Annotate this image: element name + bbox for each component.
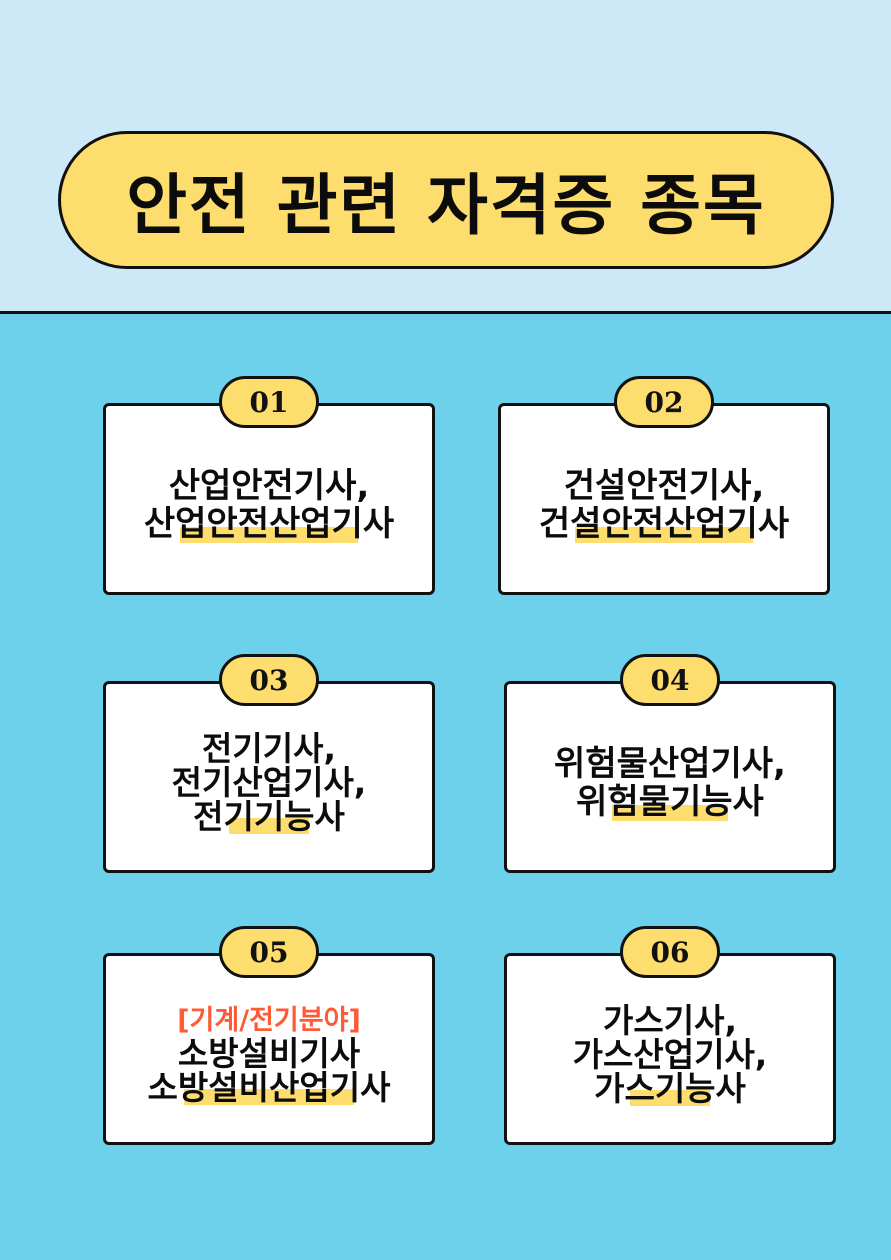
card-number-badge: 06 [620, 926, 720, 978]
card-line-highlighted: 위험물기능사 [572, 783, 768, 821]
card-06: 06 가스기사, 가스산업기사, 가스기능사 [504, 926, 836, 1145]
title-pill: 안전 관련 자격증 종목 [58, 131, 834, 269]
card-line: 전기산업기사, [171, 763, 367, 802]
card-line: 전기기사, [202, 729, 336, 768]
card-03: 03 전기기사, 전기산업기사, 전기기능사 [103, 654, 435, 873]
card-number-badge: 03 [219, 654, 319, 706]
page-title: 안전 관련 자격증 종목 [126, 167, 766, 244]
card-line-highlighted: 소방설비산업기사 [144, 1071, 395, 1105]
card-line-highlighted: 가스기능사 [590, 1072, 750, 1106]
card-04: 04 위험물산업기사, 위험물기능사 [504, 654, 836, 873]
card-number-badge: 02 [614, 376, 714, 428]
card-02: 02 건설안전기사, 건설안전산업기사 [498, 376, 830, 595]
card-line-highlighted: 산업안전산업기사 [140, 505, 398, 543]
card-number-badge: 01 [219, 376, 319, 428]
header-band: 안전 관련 자격증 종목 [0, 0, 891, 314]
card-number-badge: 05 [219, 926, 319, 978]
card-line: 가스기사, [603, 1001, 737, 1040]
card-line-highlighted: 전기기능사 [189, 800, 349, 834]
card-number-badge: 04 [620, 654, 720, 706]
card-05: 05 [기계/전기분야] 소방설비기사 소방설비산업기사 [103, 926, 435, 1145]
card-line-highlighted: 건설안전산업기사 [535, 505, 793, 543]
card-line: 산업안전기사, [168, 466, 370, 506]
card-category-tag: [기계/전기분야] [177, 1005, 361, 1036]
card-01: 01 산업안전기사, 산업안전산업기사 [103, 376, 435, 595]
card-line: 위험물산업기사, [554, 744, 786, 784]
card-line: 소방설비기사 [177, 1034, 361, 1073]
card-line: 가스산업기사, [572, 1035, 768, 1074]
card-line: 건설안전기사, [563, 466, 765, 506]
